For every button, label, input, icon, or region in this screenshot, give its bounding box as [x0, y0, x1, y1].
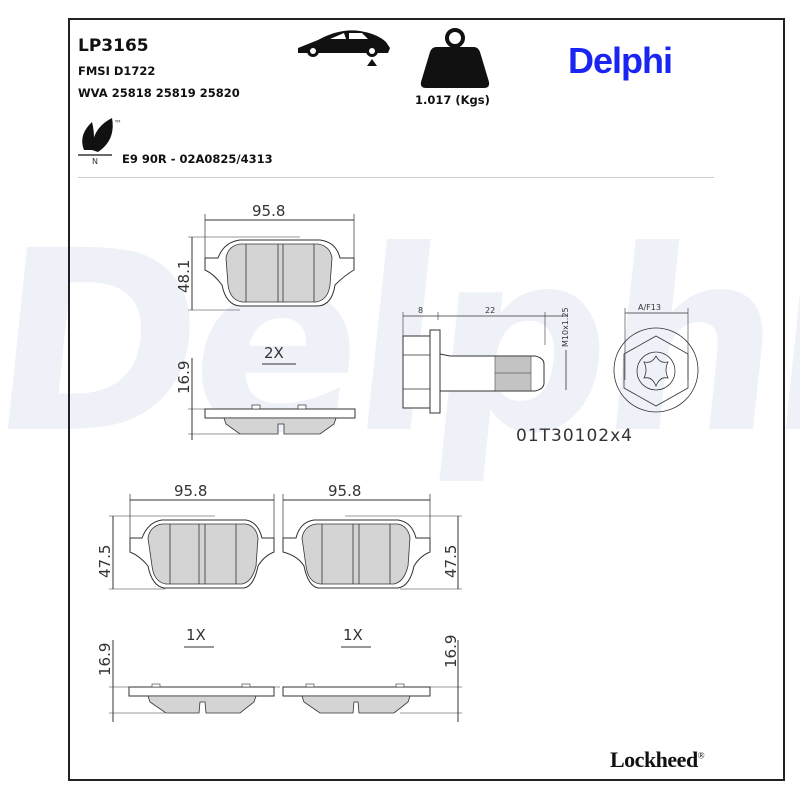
svg-text:95.8: 95.8 [174, 482, 207, 500]
svg-text:16.9: 16.9 [175, 361, 193, 394]
part-code: LP3165 [78, 36, 149, 56]
lockheed-logo: Lockheed® [610, 747, 705, 773]
eco-approval: E9 90R - 02A0825/4313 [122, 152, 273, 166]
car-axle-icon [298, 30, 390, 66]
svg-text:1X: 1X [343, 626, 363, 644]
eco-leaf-icon: N ™ [78, 118, 122, 166]
bolt-drawing: 8 22 M10x1.25 [402, 306, 570, 414]
svg-text:2X: 2X [264, 344, 284, 362]
svg-text:16.9: 16.9 [96, 643, 114, 676]
header-divider [78, 177, 714, 178]
svg-text:47.5: 47.5 [96, 545, 114, 578]
fmsi-code: FMSI D1722 [78, 64, 156, 78]
delphi-logo: Delphi [568, 40, 673, 81]
bolt-head-drawing: A/F13 [613, 303, 699, 413]
svg-text:22: 22 [485, 306, 495, 315]
svg-text:47.5: 47.5 [442, 545, 460, 578]
pad-left-drawing: 95.8 47.5 1X 16.9 [96, 482, 280, 722]
svg-text:95.8: 95.8 [328, 482, 361, 500]
wva-codes: WVA 25818 25819 25820 [78, 86, 240, 100]
svg-text:48.1: 48.1 [175, 260, 193, 293]
svg-text:16.9: 16.9 [442, 635, 460, 668]
registered-mark: ® [697, 750, 705, 761]
svg-text:™: ™ [114, 119, 122, 128]
drawing-frame [68, 18, 785, 781]
dim-width-label: 95.8 [252, 202, 285, 220]
pad-top-drawing: 95.8 48.1 2X 16.9 [175, 202, 356, 440]
pad-right-drawing: 95.8 47.5 1X 16.9 [282, 482, 462, 722]
svg-text:8: 8 [418, 306, 423, 315]
weight-value: 1.017 (Kgs) [415, 93, 490, 107]
bolt-part-number: 01T30102x4 [516, 426, 633, 446]
lockheed-text: Lockheed [610, 747, 698, 772]
svg-text:1X: 1X [186, 626, 206, 644]
svg-text:A/F13: A/F13 [638, 303, 661, 312]
svg-text:M10x1.25: M10x1.25 [561, 307, 570, 347]
svg-text:N: N [92, 157, 98, 166]
weight-icon [420, 28, 490, 88]
